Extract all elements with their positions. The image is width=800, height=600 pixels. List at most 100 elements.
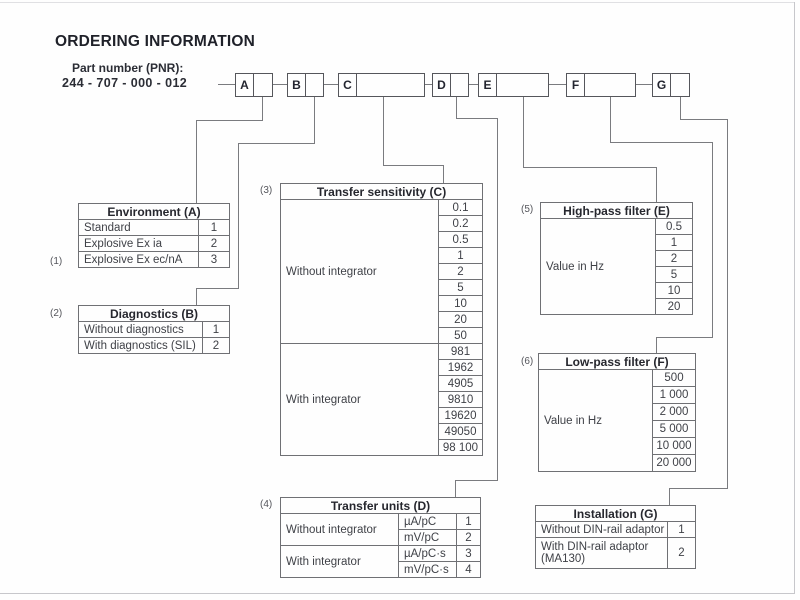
part-number-value: 244 - 707 - 000 - 012: [62, 76, 188, 90]
sensitivity-value: 2: [438, 263, 483, 280]
footnote-marker-1: (1): [50, 256, 63, 267]
pnr-segment-box-a: A: [235, 73, 273, 97]
connector-line: [196, 120, 197, 203]
pnr-letter-a: A: [236, 74, 254, 96]
table-row: 2: [541, 250, 693, 267]
connector-line: [196, 288, 197, 305]
sensitivity-value: 981: [438, 343, 483, 360]
option-code: 2: [667, 537, 696, 569]
option-code: 3: [455, 545, 482, 562]
page-title: ORDERING INFORMATION: [55, 33, 256, 50]
connector-line: [456, 118, 498, 119]
table-title: Environment (A): [78, 203, 230, 220]
pnr-digit-cell: [254, 74, 272, 96]
option-code: 1: [667, 521, 696, 538]
pnr-digit-cell: [306, 74, 323, 96]
connector-line: [455, 480, 456, 497]
filter-value: 20: [655, 298, 693, 315]
connector-line: [469, 84, 478, 85]
sensitivity-value: 5: [438, 279, 483, 296]
connector-line: [727, 119, 728, 488]
footnote-marker-3: (3): [260, 185, 273, 196]
sensitivity-value: 0.2: [438, 215, 483, 232]
group-label: With integrator: [280, 545, 399, 578]
filter-value: 500: [652, 369, 696, 387]
connector-line: [238, 143, 239, 288]
table-header-row: Environment (A): [78, 203, 230, 220]
option-code: 1: [201, 321, 231, 338]
option-code: 2: [198, 235, 230, 252]
sensitivity-value: 50: [438, 327, 483, 344]
connector-line: [680, 97, 681, 119]
connector-line: [273, 84, 287, 85]
pnr-digit-cell: [357, 74, 424, 96]
table-title: Diagnostics (B): [77, 305, 231, 322]
sensitivity-value: 4905: [438, 375, 483, 392]
pnr-letter-f: F: [567, 74, 585, 96]
connector-line: [443, 165, 444, 183]
connector-line: [656, 337, 657, 353]
connector-line: [656, 337, 713, 338]
filter-value: 5: [655, 266, 693, 283]
option-code: 1: [455, 513, 482, 530]
table-header-row: Diagnostics (B): [77, 305, 231, 322]
filter-value: 1 000: [652, 386, 696, 404]
part-number-label: Part number (PNR):: [72, 61, 184, 75]
pnr-digit-cell: [497, 74, 548, 96]
page-edge-bottom: [0, 593, 795, 594]
table-header-row: High-pass filter (E): [540, 202, 693, 219]
sensitivity-value: 0.1: [438, 199, 483, 216]
table-row: With diagnostics (SIL)2: [78, 337, 231, 354]
sensitivity-value: 9810: [438, 391, 483, 408]
table-row: 1962: [281, 359, 483, 376]
table-header-row: Transfer units (D): [279, 497, 482, 514]
sensitivity-value: 10: [438, 295, 483, 312]
connector-line: [383, 165, 444, 166]
pnr-segment-box-d: D: [432, 73, 469, 97]
pnr-segment-box-f: F: [566, 73, 636, 97]
pnr-segment-box-c: C: [338, 73, 425, 97]
sensitivity-value: 1962: [438, 359, 483, 376]
pnr-digit-cell: [585, 74, 635, 96]
group-label: With integrator: [280, 343, 439, 456]
sensitivity-value: 19620: [438, 407, 483, 424]
connector-line: [712, 142, 713, 337]
connector-line: [610, 142, 713, 143]
pnr-letter-g: G: [653, 74, 671, 96]
pnr-letter-b: B: [288, 74, 306, 96]
sensitivity-value: 20: [438, 311, 483, 328]
table-row: With DIN-rail adaptor (MA130)2: [535, 537, 696, 569]
connector-line: [636, 84, 652, 85]
pnr-digit-cell: [671, 74, 689, 96]
group-label: Value in Hz: [538, 369, 653, 472]
group-label: Without integrator: [280, 199, 439, 344]
table-row: 49050: [281, 423, 483, 440]
sensitivity-value: 49050: [438, 423, 483, 440]
option-label: Standard: [78, 219, 199, 236]
table-title: Installation (G): [535, 505, 696, 522]
table-title: High-pass filter (E): [540, 202, 693, 219]
filter-value: 0.5: [655, 218, 693, 235]
unit-label: mV/pC·s: [398, 561, 457, 578]
option-label: Without DIN-rail adaptor: [535, 521, 668, 538]
connector-line: [456, 97, 457, 118]
option-code: 4: [455, 561, 482, 578]
table-header-row: Transfer sensitivity (C): [280, 183, 483, 200]
option-code: 1: [198, 219, 230, 236]
table-row: 20: [541, 298, 693, 315]
connector-line: [218, 84, 235, 85]
connector-line: [669, 488, 728, 489]
pnr-letter-d: D: [433, 74, 451, 96]
filter-value: 2: [655, 250, 693, 267]
